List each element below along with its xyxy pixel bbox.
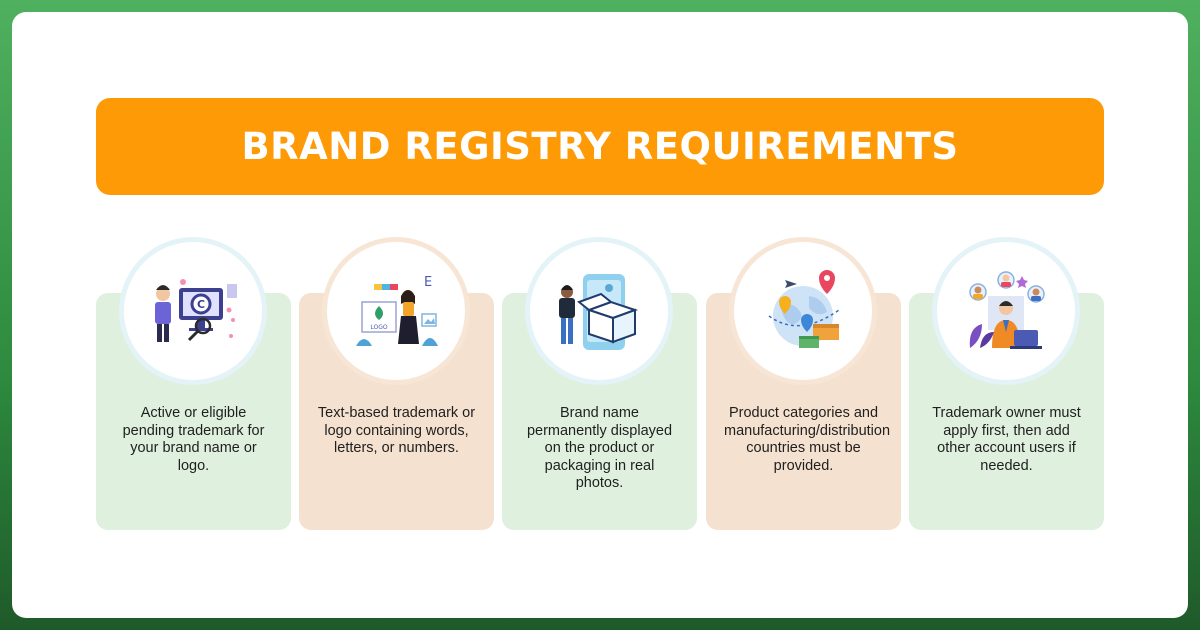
card-text: Text-based trademark or logo containing … [317, 405, 476, 456]
trademark-monitor-icon: C [119, 237, 267, 385]
product-packaging-icon [525, 237, 673, 385]
logo-text-label: LOGO [370, 324, 388, 331]
page-title: BRAND REGISTRY REQUIREMENTS [241, 125, 959, 168]
card-text: Trademark owner must apply first, then a… [932, 405, 1081, 474]
svg-text:C: C [197, 298, 205, 311]
card-text: Active or eligible pending trademark for… [122, 405, 265, 474]
letter-e-label: E [424, 275, 432, 290]
card-text: Product categories and manufacturing/dis… [724, 405, 891, 474]
logo-design-icon: E LOGO [322, 237, 470, 385]
card-text: Brand name permanently displayed on the … [526, 405, 673, 491]
title-banner: BRAND REGISTRY REQUIREMENTS [96, 98, 1104, 195]
global-distribution-icon [729, 237, 877, 385]
account-users-icon [932, 237, 1080, 385]
